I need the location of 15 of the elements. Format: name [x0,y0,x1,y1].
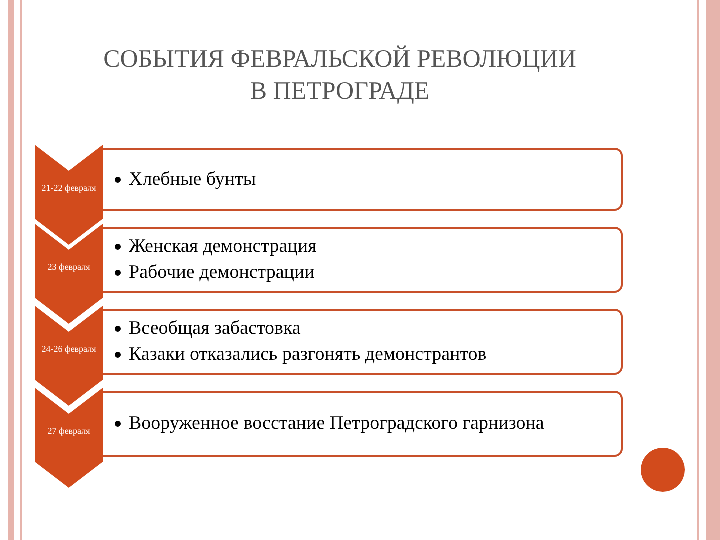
bullet-item: Рабочие демонстрации [129,261,315,285]
bullet-item: Женская демонстрация [129,235,317,259]
bullet-item: Казаки отказались разгонять демонстрантов [129,343,487,367]
bullet-item: Всеобщая забастовка [129,317,301,341]
event-box [103,227,623,293]
bullet-item: Вооруженное восстание Петроградского гарнизона [129,412,544,436]
event-box [103,309,623,375]
event-box [103,391,623,457]
date-label: 21-22 февраля [42,183,96,194]
date-label: 24-26 февраля [42,344,96,355]
bullet-item: Хлебные бунты [129,168,256,192]
title: СОБЫТИЯ ФЕВРАЛЬСКОЙ РЕВОЛЮЦИИ В ПЕТРОГРАДЕ [102,44,578,107]
date-label: 27 февраля [48,426,90,437]
event-box [103,148,623,211]
date-label: 23 февраля [48,262,90,273]
